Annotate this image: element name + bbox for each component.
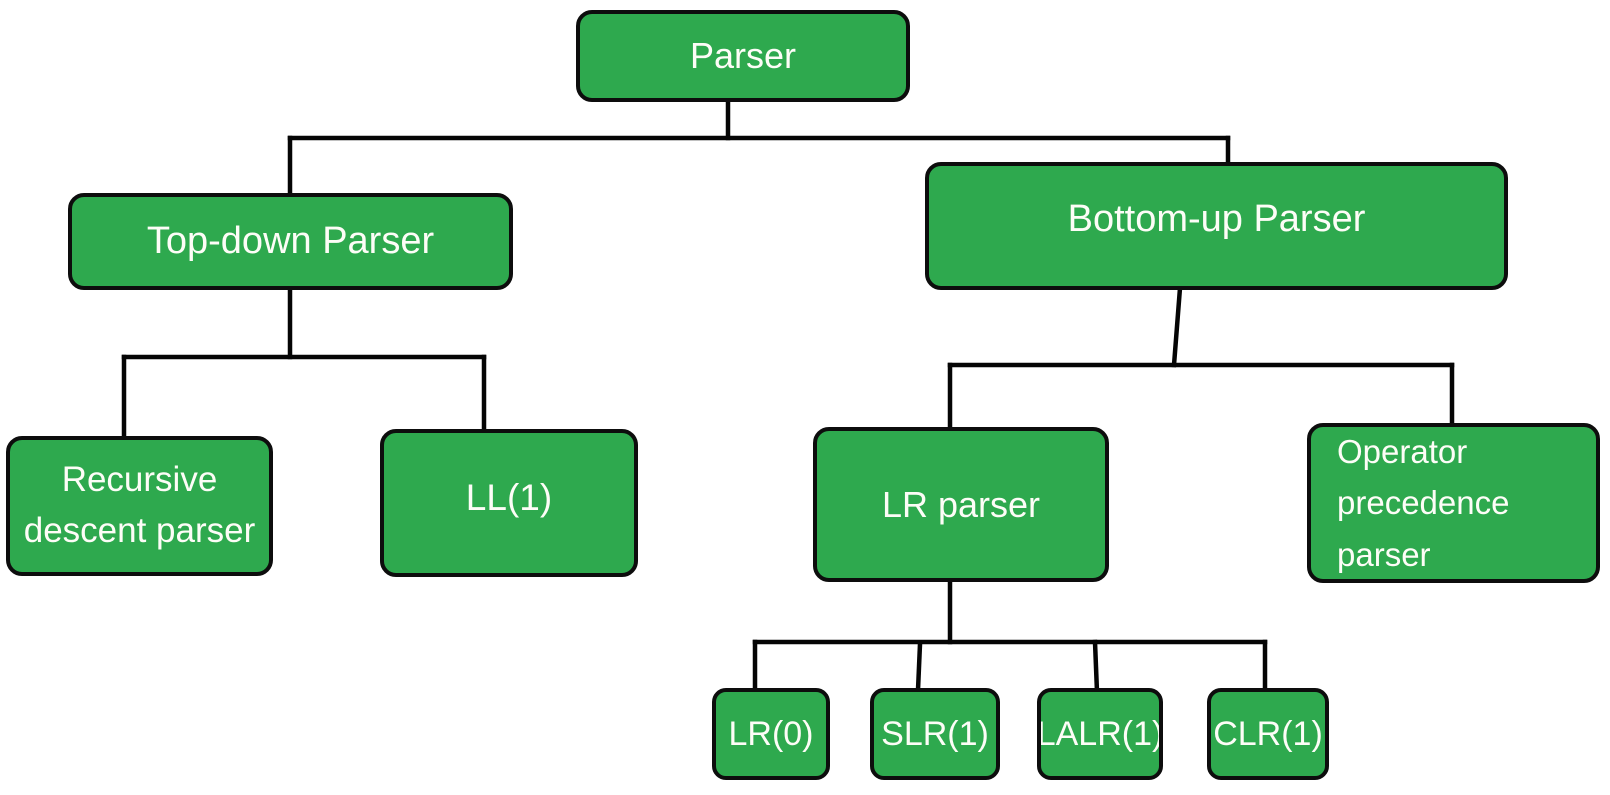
node-operator-precedence-parser: Operator precedence parser — [1307, 423, 1600, 583]
node-recursive-descent-parser: Recursive descent parser — [6, 436, 273, 576]
node-operator-precedence-parser-label: Operator precedence parser — [1337, 433, 1510, 573]
node-bottom-up-parser-label: Bottom-up Parser — [1067, 197, 1366, 240]
node-lr-parser: LR parser — [813, 427, 1109, 582]
node-slr1: SLR(1) — [870, 688, 1000, 780]
node-ll1-label: LL(1) — [465, 477, 553, 518]
node-lr0: LR(0) — [712, 688, 830, 780]
node-slr1-label: SLR(1) — [881, 714, 989, 753]
node-lr-parser-label: LR parser — [881, 483, 1041, 525]
node-top-down-parser: Top-down Parser — [68, 193, 513, 290]
edge-bottomup-stem — [1171, 285, 1183, 368]
node-clr1-label: CLR(1) — [1213, 714, 1323, 753]
node-recursive-descent-parser-label: Recursive descent parser — [23, 460, 256, 550]
node-lalr1: LALR(1) — [1037, 688, 1163, 780]
edge-lrparser-lalr1 — [1092, 639, 1100, 695]
node-lr0-label: LR(0) — [728, 714, 814, 753]
node-parser: Parser — [576, 10, 910, 102]
node-lalr1-label: LALR(1) — [1037, 714, 1163, 753]
node-clr1: CLR(1) — [1207, 688, 1329, 780]
node-bottom-up-parser: Bottom-up Parser — [925, 162, 1508, 290]
edge-lrparser-slr1 — [915, 641, 923, 693]
node-ll1: LL(1) — [380, 429, 638, 577]
node-parser-label: Parser — [689, 35, 797, 76]
node-top-down-parser-label: Top-down Parser — [146, 220, 435, 262]
